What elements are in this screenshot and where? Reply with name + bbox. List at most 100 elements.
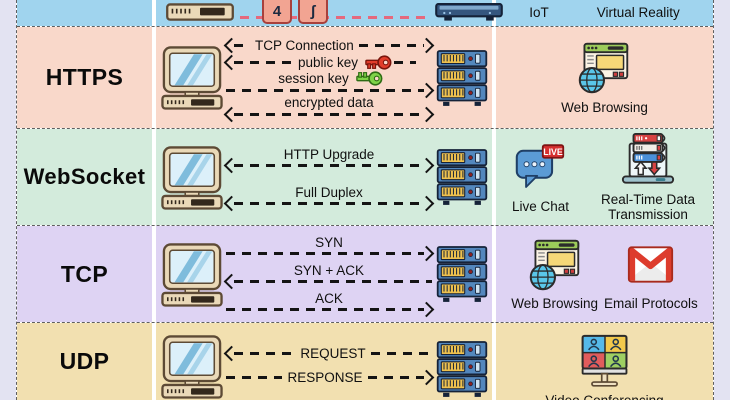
message-list: HTTP Upgrade Full Duplex — [223, 146, 435, 212]
message-label: HTTP Upgrade — [283, 146, 375, 162]
protocol-label-cell: WebSocket — [17, 129, 152, 225]
communication-cell: REQUEST RESPONSE — [156, 323, 492, 400]
communication-cell: 4 ʃ — [156, 0, 492, 26]
message-label: TCP Connection — [255, 37, 354, 53]
message-line: SYN — [226, 234, 435, 262]
use-case-label: Email Protocols — [604, 296, 698, 312]
message-label: RESPONSE — [287, 369, 363, 385]
protocol-label-cell: UDP — [17, 323, 152, 400]
public-key-icon — [365, 54, 392, 71]
message-label: session key — [278, 71, 349, 86]
arrowhead-right-icon — [418, 37, 435, 53]
protocol-name: WebSocket — [23, 164, 146, 189]
use-case-email-protocols: Email Protocols — [604, 236, 698, 311]
dashed-line — [367, 375, 424, 379]
web-browsing-icon — [577, 41, 631, 95]
protocol-row-https: HTTPS TCP Connection public key session … — [17, 27, 713, 129]
protocol-name: HTTPS — [45, 64, 124, 90]
dashed-line — [240, 16, 432, 19]
use-case-icon-box — [627, 236, 674, 293]
dashed-line — [370, 351, 433, 355]
message-line: session key — [226, 71, 435, 98]
arrowhead-left-icon — [223, 345, 240, 361]
message-label: Full Duplex — [295, 184, 363, 200]
protocol-label-cell — [17, 0, 152, 26]
use-case-live-chat: Live Chat — [512, 139, 569, 214]
message-label: SYN + ACK — [293, 262, 365, 278]
protocol-name: TCP — [60, 260, 109, 287]
message-line: encrypted data — [223, 95, 435, 122]
client-computer-icon — [164, 3, 236, 22]
server-icon — [435, 49, 489, 107]
use-case-web-browsing: Web Browsing — [561, 40, 648, 115]
message-label-row: session key — [226, 71, 432, 86]
dashed-line — [226, 88, 424, 92]
protocol-label-cell: HTTPS — [17, 27, 152, 128]
server-icon — [434, 3, 504, 22]
message-line: TCP Connection — [223, 37, 435, 53]
message-list: REQUEST RESPONSE — [223, 345, 435, 385]
use-case-cell: IoT Virtual Reality — [496, 0, 713, 26]
dashed-line — [234, 112, 424, 116]
message-arrow-row — [223, 106, 435, 122]
packet-icon: 4 — [262, 0, 292, 24]
use-case-cell: Video Conferencing — [496, 323, 713, 400]
use-case-label: IoT — [529, 4, 549, 20]
dashed-line — [394, 60, 416, 64]
message-line: HTTP Upgrade — [223, 146, 435, 174]
message-label: ACK — [315, 290, 343, 306]
protocol-name: UDP — [59, 348, 110, 374]
message-line: Full Duplex — [223, 184, 435, 212]
dashed-line — [226, 308, 424, 311]
use-case-cell: Web Browsing Email Protocols — [496, 226, 713, 322]
message-label: REQUEST — [300, 345, 366, 361]
video-conferencing-icon — [577, 333, 633, 391]
use-case-label: Virtual Reality — [596, 4, 680, 20]
use-case-label: Web Browsing — [561, 99, 648, 115]
message-label-row: encrypted data — [226, 95, 432, 110]
dashed-line — [234, 164, 424, 167]
use-case-label: Video Conferencing — [545, 393, 663, 400]
message-list: TCP Connection public key session key — [223, 37, 435, 122]
use-case-web-browsing: Web Browsing — [511, 236, 598, 311]
dashed-line — [234, 43, 250, 47]
use-case-cell: Live Chat Real-Time Data Transmission — [496, 129, 713, 225]
use-case-label: Live Chat — [511, 199, 570, 215]
message-line: SYN + ACK — [223, 262, 432, 290]
dashed-line — [234, 202, 424, 205]
communication-cell: HTTP Upgrade Full Duplex — [156, 129, 492, 225]
communication-cell: TCP Connection public key session key — [156, 27, 492, 128]
packet-label: ʃ — [310, 3, 316, 20]
web-browsing-icon — [528, 238, 582, 292]
packet-label: 4 — [272, 3, 282, 20]
message-list: SYN SYN + ACK ACK — [223, 234, 435, 318]
dashed-line — [226, 252, 424, 255]
message-label: SYN — [315, 234, 343, 250]
use-case-label: Real-Time Data Transmission — [601, 191, 696, 222]
arrowhead-right-icon — [418, 369, 435, 385]
protocol-row-udp: UDP REQUEST RESPONSE Video Conferencin — [17, 323, 713, 400]
use-case-icon-box — [528, 236, 582, 293]
use-case-label: Web Browsing — [511, 296, 598, 312]
dashed-line — [234, 351, 296, 355]
dashed-line — [234, 280, 432, 283]
use-case-video-conferencing: Video Conferencing — [545, 333, 664, 400]
message-label: encrypted data — [284, 95, 374, 110]
use-case-cell: Web Browsing — [496, 27, 713, 128]
protocol-row-websocket: WebSocket HTTP Upgrade Full Duplex — [17, 129, 713, 226]
arrowhead-left-icon — [223, 37, 240, 53]
client-computer-icon — [161, 45, 223, 110]
message-line: RESPONSE — [226, 369, 435, 385]
message-line: public key — [223, 54, 432, 71]
arrowhead-left-icon — [223, 54, 240, 70]
live-chat-icon — [514, 143, 566, 192]
use-case-icon-box — [514, 139, 566, 196]
use-case-icon-box — [577, 333, 633, 390]
communication-cell: SYN SYN + ACK ACK — [156, 226, 492, 322]
dashed-line — [234, 60, 293, 64]
email-icon — [627, 245, 674, 284]
server-icon — [435, 245, 489, 303]
message-label: public key — [297, 54, 358, 70]
client-computer-icon — [161, 334, 223, 399]
